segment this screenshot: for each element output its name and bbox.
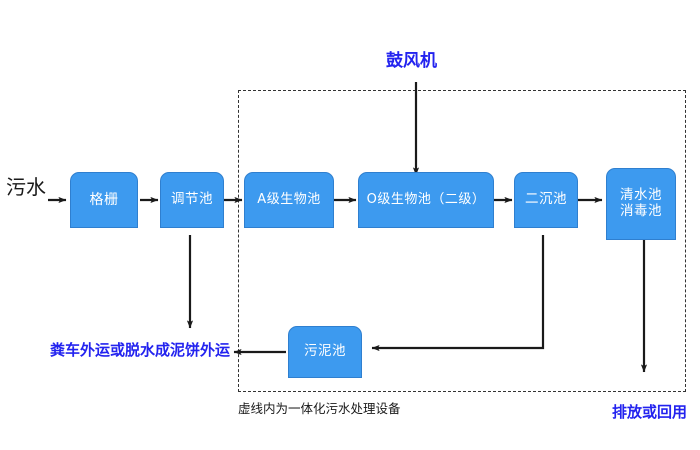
node-clearwater-label: 清水池 xyxy=(620,187,662,204)
node-secondary-clarifier[interactable]: 二沉池 xyxy=(514,172,578,228)
node-equalization-label: 调节池 xyxy=(171,191,213,208)
node-grille-label: 格栅 xyxy=(89,191,119,208)
node-o-stage-label: O级生物池（二级） xyxy=(366,192,486,208)
label-influent: 污水 xyxy=(6,175,46,199)
integrated-equipment-enclosure xyxy=(238,90,686,392)
label-effluent: 排放或回用 xyxy=(612,403,688,421)
node-clearwater-disinfection[interactable]: 清水池 消毒池 xyxy=(606,168,676,240)
node-a-stage[interactable]: A级生物池 xyxy=(244,172,334,228)
node-equalization[interactable]: 调节池 xyxy=(160,172,224,228)
node-disinfection-label: 消毒池 xyxy=(620,203,662,219)
node-a-stage-label: A级生物池 xyxy=(257,192,321,208)
label-enclosure-caption: 虚线内为一体化污水处理设备 xyxy=(238,401,401,416)
node-sludge-tank[interactable]: 污泥池 xyxy=(288,326,362,378)
node-secondary-clarifier-label: 二沉池 xyxy=(525,191,567,208)
node-o-stage[interactable]: O级生物池（二级） xyxy=(358,172,494,228)
node-grille[interactable]: 格栅 xyxy=(70,172,138,228)
label-blower: 鼓风机 xyxy=(386,51,437,71)
label-sludge-disposal: 粪车外运或脱水成泥饼外运 xyxy=(50,341,231,359)
node-sludge-tank-label: 污泥池 xyxy=(304,343,346,360)
